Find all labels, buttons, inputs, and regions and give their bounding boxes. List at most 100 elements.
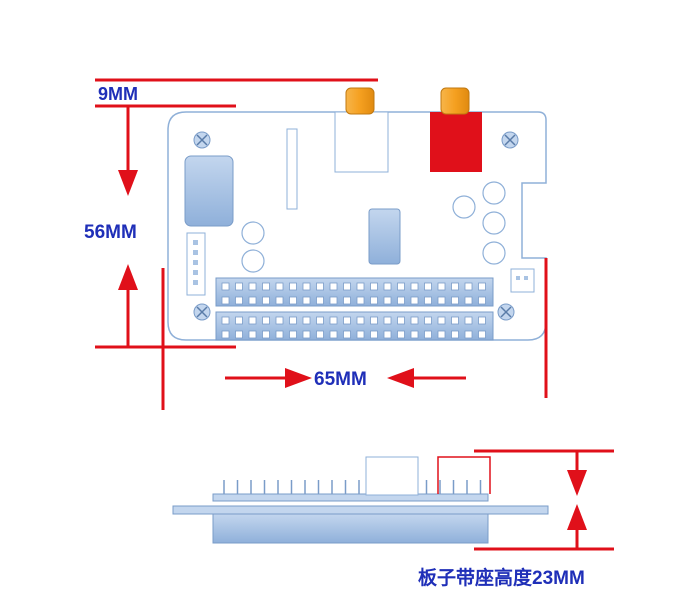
top-view-dimensions: 9MM 56MM 65MM <box>84 78 548 410</box>
pin-header-vertical-pins <box>193 240 198 285</box>
gpio-pin <box>383 316 392 325</box>
gpio-pin <box>370 316 378 325</box>
gpio-pin <box>451 330 459 339</box>
slot-connector <box>286 128 298 210</box>
gpio-pin <box>221 316 230 325</box>
gpio-pin <box>397 296 405 305</box>
gpio-pin <box>289 296 297 305</box>
mounting-hole-bottom-right <box>497 303 515 321</box>
gpio-pin <box>370 282 378 291</box>
gpio-pin <box>356 282 365 291</box>
gpio-pin <box>464 330 473 339</box>
gpio-pin <box>329 316 338 325</box>
gpio-pin <box>478 316 486 325</box>
width-arrow-left-head <box>387 368 414 388</box>
gpio-pin <box>397 316 405 325</box>
gpio-pin <box>302 282 311 291</box>
gpio-pin <box>397 282 405 291</box>
gpio-pin <box>424 316 432 325</box>
gpio-pin <box>235 330 243 339</box>
gpio-pin <box>248 316 257 325</box>
gpio-pin <box>275 282 284 291</box>
gpio-pin <box>235 282 243 291</box>
mounting-hole-top-left <box>193 131 211 149</box>
gpio-pin <box>262 282 270 291</box>
gpio-pin <box>248 282 257 291</box>
gpio-pin <box>478 330 486 339</box>
label-65mm: 65MM <box>314 369 367 390</box>
rca-jack-orange-left <box>345 87 375 115</box>
gpio-pin <box>383 296 392 305</box>
gpio-pin <box>424 330 432 339</box>
gpio-pin <box>262 296 270 305</box>
rca-jack-white-body <box>334 111 389 173</box>
gpio-pin <box>451 296 459 305</box>
gpio-pin <box>383 330 392 339</box>
label-56mm: 56MM <box>84 222 137 243</box>
gpio-pin <box>329 330 338 339</box>
height-arrow-up-head <box>118 264 138 290</box>
gpio-pin <box>410 296 419 305</box>
gpio-pin <box>356 316 365 325</box>
gpio-pin <box>410 282 419 291</box>
gpio-pin <box>437 330 446 339</box>
gpio-pin <box>464 316 473 325</box>
gpio-pin <box>302 316 311 325</box>
gpio-pin <box>356 296 365 305</box>
gpio-pin <box>248 296 257 305</box>
side-chip-outline <box>365 456 419 496</box>
gpio-pin <box>383 282 392 291</box>
board-top-view <box>167 87 547 341</box>
label-stack-height: 板子带座高度23MM <box>418 566 585 589</box>
gpio-pin <box>370 330 378 339</box>
gpio-pin <box>343 282 351 291</box>
gpio-pin <box>464 282 473 291</box>
gpio-pin <box>397 330 405 339</box>
capacitors <box>241 181 506 273</box>
gpio-pin <box>275 296 284 305</box>
gpio-pin <box>478 282 486 291</box>
gpio-pin <box>248 330 257 339</box>
center-chip <box>368 208 401 265</box>
gpio-pin <box>410 330 419 339</box>
gpio-pin <box>235 296 243 305</box>
gpio-pin <box>289 316 297 325</box>
large-chip <box>184 155 234 227</box>
gpio-pin <box>275 316 284 325</box>
gpio-pin <box>302 330 311 339</box>
side-view-pins <box>223 480 482 494</box>
width-arrow-right-head <box>285 368 312 388</box>
gpio-pin <box>437 282 446 291</box>
gpio-pin <box>343 316 351 325</box>
small-connector-pin <box>524 276 528 280</box>
gpio-pin <box>262 316 270 325</box>
gpio-pin <box>316 282 324 291</box>
gpio-pin <box>343 330 351 339</box>
height-arrow-down-head <box>118 170 138 196</box>
gpio-pin <box>329 296 338 305</box>
small-connector-pin <box>516 276 520 280</box>
gpio-pin <box>437 296 446 305</box>
gpio-pin <box>302 296 311 305</box>
gpio-pin <box>343 296 351 305</box>
rca-jack-red-body <box>430 112 482 172</box>
gpio-pin <box>424 282 432 291</box>
small-connector <box>510 268 535 293</box>
gpio-pin <box>451 282 459 291</box>
side-arrow-down-head <box>567 470 587 496</box>
side-rca-outline <box>437 456 491 494</box>
side-pcb <box>172 505 549 515</box>
side-arrow-up-head <box>567 504 587 530</box>
board-side-view <box>172 456 549 544</box>
gpio-pin <box>424 296 432 305</box>
side-view-dimensions: 板子带座高度23MM <box>418 449 614 589</box>
gpio-pin <box>451 316 459 325</box>
gpio-pin <box>370 296 378 305</box>
label-9mm: 9MM <box>98 84 138 104</box>
gpio-pin <box>289 282 297 291</box>
mounting-hole-top-right <box>501 131 519 149</box>
gpio-pin <box>464 296 473 305</box>
gpio-pin <box>316 296 324 305</box>
gpio-pin <box>329 282 338 291</box>
